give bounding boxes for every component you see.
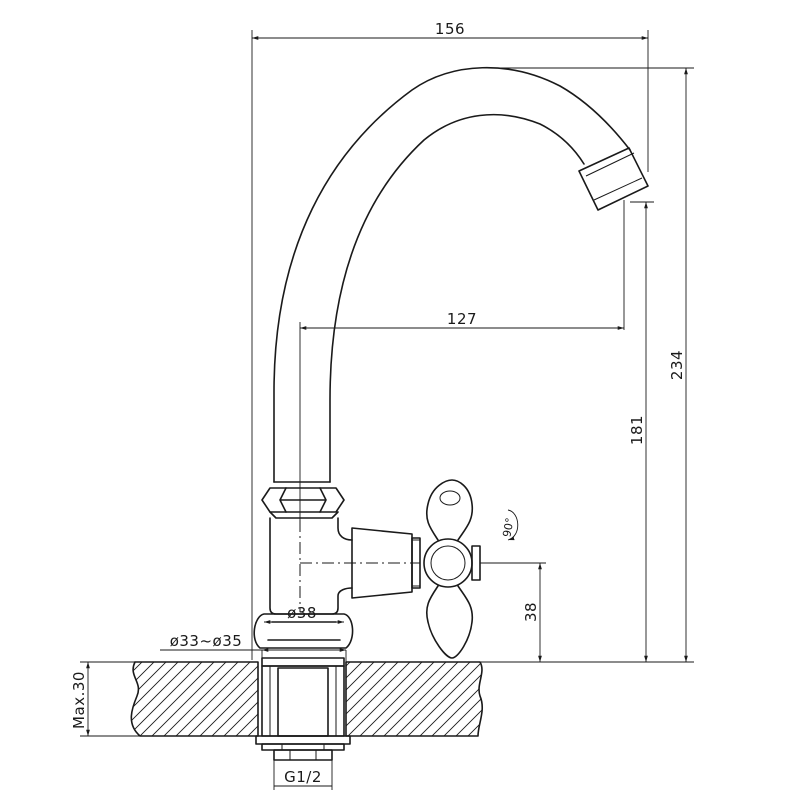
rotation-arrow bbox=[507, 509, 519, 541]
hatch-line bbox=[231, 662, 258, 736]
hatch-line bbox=[346, 662, 413, 736]
hatch-line bbox=[135, 662, 217, 736]
faucet-body-outline bbox=[269, 517, 353, 615]
hatch-line bbox=[451, 662, 483, 736]
dimension-lines bbox=[80, 30, 694, 790]
faucet-body bbox=[269, 517, 420, 615]
hatch-line bbox=[475, 662, 483, 736]
label-max-thickness: Max.30 bbox=[70, 671, 88, 729]
spout bbox=[273, 66, 649, 483]
label-spout-height: 181 bbox=[628, 415, 646, 445]
shank-outer bbox=[261, 665, 345, 737]
spout-hex-nut bbox=[261, 487, 345, 519]
hatch-line bbox=[131, 662, 169, 736]
aerator-body bbox=[578, 147, 649, 211]
hatch-line bbox=[346, 662, 389, 736]
handle-arm-bottom bbox=[425, 585, 474, 659]
hatch-line bbox=[131, 662, 157, 736]
hatch-line bbox=[171, 662, 253, 736]
aerator-rings bbox=[585, 152, 643, 201]
hatch-line bbox=[355, 662, 437, 736]
hatch-line bbox=[131, 662, 193, 736]
valve-collar bbox=[411, 537, 421, 589]
hatch-line bbox=[346, 662, 365, 736]
hatch-line bbox=[346, 662, 401, 736]
label-thread: G1/2 bbox=[284, 768, 322, 786]
mounting-shank bbox=[255, 657, 351, 761]
hatch-line bbox=[219, 662, 258, 736]
hatch-line bbox=[131, 662, 133, 736]
countertop-section bbox=[130, 660, 568, 740]
hex-nut-skirt bbox=[269, 511, 339, 519]
hatch-line bbox=[391, 662, 473, 736]
thread-connector bbox=[273, 749, 333, 761]
handle-arm-top-bead bbox=[439, 490, 461, 506]
mounting-washer-top bbox=[261, 657, 345, 667]
hatch-line bbox=[403, 662, 483, 736]
valve-bonnet bbox=[351, 527, 413, 599]
label-hole-diameter: ø33~ø35 bbox=[170, 632, 243, 650]
hatch-line bbox=[195, 662, 258, 736]
countertop-outline-left bbox=[130, 661, 259, 737]
hatch-line bbox=[346, 662, 353, 736]
label-overall-width: 156 bbox=[435, 20, 465, 38]
hatch-line bbox=[147, 662, 229, 736]
label-spout-reach: 127 bbox=[447, 310, 477, 328]
hatch-line bbox=[346, 662, 425, 736]
dimension-labels: 156 127 234 181 38 ø38 ø33~ø35 Max.30 G1… bbox=[70, 20, 686, 786]
countertop-outline-right bbox=[345, 661, 484, 737]
label-rotation: 90° bbox=[500, 517, 516, 538]
label-handle-height: 38 bbox=[522, 602, 540, 622]
hatch-line bbox=[243, 662, 258, 736]
lock-nut bbox=[261, 743, 345, 751]
hatch-line bbox=[131, 662, 181, 736]
hatch-line bbox=[346, 662, 377, 736]
base-flange-detail bbox=[267, 621, 341, 641]
hatch-line bbox=[367, 662, 449, 736]
label-overall-height: 234 bbox=[668, 350, 686, 380]
shank-inner bbox=[277, 667, 329, 737]
label-body-diameter: ø38 bbox=[287, 604, 317, 622]
valve-assembly bbox=[351, 479, 481, 659]
hatch-line bbox=[207, 662, 258, 736]
hatch-line bbox=[415, 662, 483, 736]
spout-inner-curve bbox=[329, 113, 585, 483]
lock-washer bbox=[255, 735, 351, 745]
hatch-line bbox=[439, 662, 483, 736]
hatch-line bbox=[159, 662, 241, 736]
hatch-line bbox=[427, 662, 483, 736]
hatch-line bbox=[463, 662, 483, 736]
hatch-line bbox=[183, 662, 258, 736]
hatch-line bbox=[379, 662, 461, 736]
countertop-hatch-right bbox=[346, 660, 568, 740]
hatch-line bbox=[255, 662, 258, 736]
handle-arm-top bbox=[425, 479, 474, 541]
hex-nut-facets bbox=[279, 487, 327, 513]
handle-hub-inner bbox=[430, 545, 466, 581]
handle-cap bbox=[471, 545, 481, 581]
spout-outer-curve bbox=[273, 66, 631, 483]
base-flange-body bbox=[253, 613, 354, 649]
hatch-line bbox=[488, 660, 568, 740]
hatch-line bbox=[131, 662, 205, 736]
